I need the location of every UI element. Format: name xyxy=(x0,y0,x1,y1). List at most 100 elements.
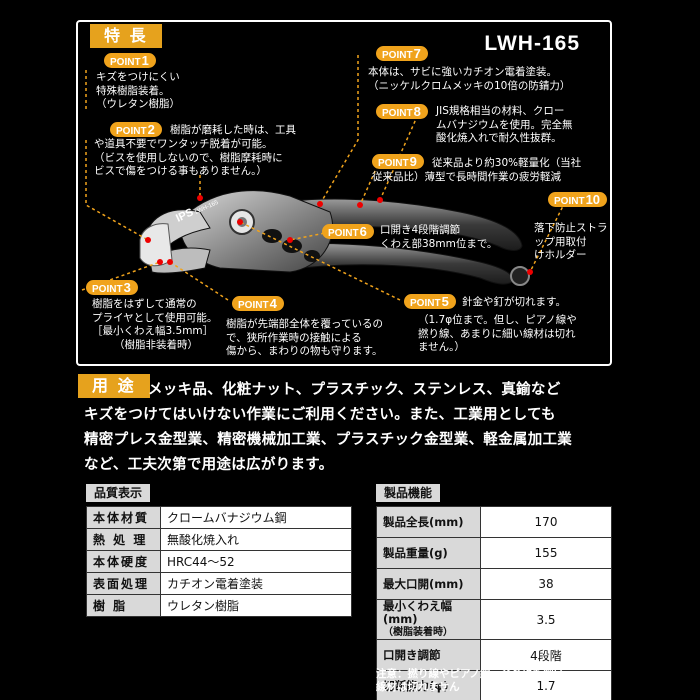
usage-line-1: メッキ品、化粧ナット、プラスチック、ステンレス、真鍮など xyxy=(148,382,561,398)
point-number: 1 xyxy=(141,53,149,68)
callout-line: 傷から、まわりの物も守ります。 xyxy=(226,345,383,357)
row-label: 最大口開(mm) xyxy=(376,568,481,600)
point-3-badge: POINT3 xyxy=(86,280,138,295)
row-value: 4段階 xyxy=(480,639,612,671)
point-number: 3 xyxy=(123,280,131,295)
point-label: POINT xyxy=(378,158,409,169)
row-value: ウレタン樹脂 xyxy=(160,594,352,617)
point-2-text-line1: 樹脂が磨耗した時は、工具 xyxy=(170,124,296,138)
point-number: 7 xyxy=(413,46,421,61)
point-number: 8 xyxy=(413,104,421,119)
point-6-text: 口開き4段階調節 くわえ部38mm位まで。 xyxy=(380,224,497,251)
point-1-text: キズをつけにくい 特殊樹脂装着。 （ウレタン樹脂） xyxy=(96,71,180,112)
callout-line: JIS規格相当の材料、クロー xyxy=(436,105,565,117)
point-number: 9 xyxy=(409,154,417,169)
callout-line: （樹脂非装着時） xyxy=(114,338,198,351)
table-row: 製品重量(g)155 xyxy=(376,537,612,569)
callout-line: 樹脂が磨耗した時は、工具 xyxy=(170,124,296,136)
row-value: 1.7 xyxy=(480,670,612,700)
point-6-badge: POINT6 xyxy=(322,224,374,239)
callout-line: （1.7φ位まで。但し、ピアノ線や xyxy=(418,314,577,326)
point-label: POINT xyxy=(382,108,413,119)
callout-line: ップ用取付 xyxy=(534,235,587,248)
table-row: 本体材質クロームバナジウム鋼 xyxy=(86,506,352,529)
callout-line: ません。） xyxy=(418,341,465,353)
table-row: 表面処理カチオン電着塗装 xyxy=(86,572,352,595)
point-2-text: や道具不要でワンタッチ脱着が可能。 （ビスを使用しないので、樹脂摩耗時に ビスで… xyxy=(94,138,283,179)
strap-holder xyxy=(510,266,530,286)
point-8-text: JIS規格相当の材料、クロー ムバナジウムを使用。完全無 酸化焼入れで耐久性抜群… xyxy=(436,105,573,146)
point-label: POINT xyxy=(110,57,141,68)
row-value: 170 xyxy=(480,506,612,538)
callout-line: （ニッケルクロムメッキの10倍の防錆力） xyxy=(368,79,571,92)
callout-line: 樹脂をはずして通常の xyxy=(92,298,197,310)
row-label: 口開き調節 xyxy=(376,639,481,671)
features-frame xyxy=(76,20,612,366)
row-value: 無酸化焼入れ xyxy=(160,528,352,551)
point-10-badge: POINT10 xyxy=(548,192,608,207)
point-number: 2 xyxy=(147,122,155,137)
row-label: 熱 処 理 xyxy=(86,528,161,551)
callout-line: 従来品比）薄型で長時間作業の疲労軽減 xyxy=(372,171,561,183)
callout-line: 従来品より約30%軽量化（当社 xyxy=(432,157,582,169)
callout-line: や道具不要でワンタッチ脱着が可能。 xyxy=(94,138,273,150)
point-number: 10 xyxy=(585,192,601,207)
row-value: 38 xyxy=(480,568,612,600)
row-label: 製品全長(mm) xyxy=(376,506,481,538)
callout-line: けホルダー xyxy=(534,249,587,261)
callout-line: くわえ部38mm位まで。 xyxy=(380,237,498,250)
model-number: LWH-165 xyxy=(484,32,580,55)
point-label: POINT xyxy=(116,126,147,137)
point-label: POINT xyxy=(382,50,413,61)
row-value: 155 xyxy=(480,537,612,569)
table-row: 切断能力(φ)1.7 xyxy=(376,670,612,700)
features-heading: 特 長 xyxy=(90,24,162,48)
callout-line: 口開き4段階調節 xyxy=(380,224,461,236)
point-5-text: （1.7φ位まで。但し、ピアノ線や 撚り線、あまりに細い線材は切れ ません。） xyxy=(418,314,577,355)
point-label: POINT xyxy=(92,284,123,295)
callout-line: 本体は、サビに強いカチオン電着塗装。 xyxy=(368,66,557,78)
row-label: 本体硬度 xyxy=(86,550,161,573)
row-label-main: 最小くわえ幅(mm) xyxy=(383,599,452,626)
point-1-badge: POINT1 xyxy=(104,53,156,68)
point-7-text: 本体は、サビに強いカチオン電着塗装。 （ニッケルクロムメッキの10倍の防錆力） xyxy=(368,66,570,93)
point-9-text-line1: 従来品より約30%軽量化（当社 xyxy=(432,157,581,171)
point-8-badge: POINT8 xyxy=(376,104,428,119)
spec-note: 注意：撚り線やピアノ線、余りにも細い 線材は切れません xyxy=(376,668,564,694)
callout-line: 撚り線、あまりに細い線材は切れ xyxy=(418,327,576,340)
point-label: POINT xyxy=(238,300,269,311)
point-10-text: 落下防止ストラ ップ用取付 けホルダー xyxy=(534,222,608,263)
quality-table-title: 品質表示 xyxy=(86,484,151,502)
callout-line: ［最小くわえ幅3.5mm］ xyxy=(92,325,214,337)
point-4-text: 樹脂が先端部全体を覆っているの で、狭所作業時の接触による 傷から、まわりの物も… xyxy=(226,318,383,359)
usage-line-4: など、工夫次第で用途は広がります。 xyxy=(84,457,334,473)
point-label: POINT xyxy=(328,228,359,239)
callout-line: 酸化焼入れで耐久性抜群。 xyxy=(436,132,562,144)
resin-jaw-cover xyxy=(139,223,173,267)
usage-heading: 用 途 xyxy=(78,374,150,398)
callout-line: で、狭所作業時の接触による xyxy=(226,331,362,344)
row-value: カチオン電着塗装 xyxy=(160,572,352,595)
point-4-badge: POINT4 xyxy=(232,296,284,311)
point-9-text: 従来品比）薄型で長時間作業の疲労軽減 xyxy=(372,171,561,185)
row-label-sub: （樹脂装着時） xyxy=(383,627,453,638)
point-9-badge: POINT9 xyxy=(372,154,424,169)
point-number: 4 xyxy=(269,296,277,311)
row-label: 表面処理 xyxy=(86,572,161,595)
row-value: 3.5 xyxy=(480,599,612,640)
row-label: 樹 脂 xyxy=(86,594,161,617)
point-label: POINT xyxy=(554,196,585,207)
usage-line-2: キズをつけてはいけない作業にご利用ください。また、工業用としても xyxy=(84,407,556,423)
point-7-badge: POINT7 xyxy=(376,46,428,61)
point-5-text-line1: 針金や釘が切れます。 xyxy=(462,296,566,310)
table-row: 最小くわえ幅(mm)（樹脂装着時） 3.5 xyxy=(376,599,612,640)
point-number: 5 xyxy=(441,294,449,309)
row-label: 本体材質 xyxy=(86,506,161,529)
note-line: 線材は切れません xyxy=(376,681,460,693)
spec-table: 製品全長(mm)170 製品重量(g)155 最大口開(mm)38 最小くわえ幅… xyxy=(376,506,612,700)
table-row: 最大口開(mm)38 xyxy=(376,568,612,600)
callout-line: プライヤとして使用可能。 xyxy=(92,311,218,324)
table-row: 製品全長(mm)170 xyxy=(376,506,612,538)
